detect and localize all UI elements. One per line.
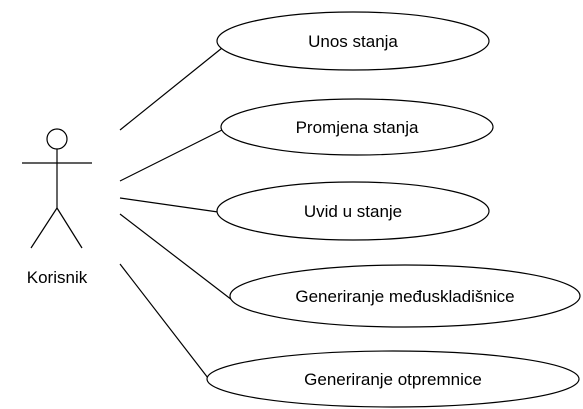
use-case-ellipse — [216, 181, 490, 241]
use-case-label: Generiranje otpremnice — [304, 370, 482, 389]
use-case-promjena-stanja[interactable]: Promjena stanja — [220, 98, 494, 156]
use-case-label: Promjena stanja — [296, 118, 419, 137]
association-line-generiranje-otpremnice — [119, 263, 209, 379]
use-case-ellipse — [216, 11, 490, 71]
association-line-unos-stanja — [119, 47, 223, 131]
use-case-generiranje-otpremnice[interactable]: Generiranje otpremnice — [206, 350, 580, 408]
use-case-ellipse — [229, 264, 581, 328]
use-case-uvid-u-stanje[interactable]: Uvid u stanje — [216, 181, 490, 241]
use-case-label: Uvid u stanje — [304, 202, 402, 221]
actor-right-leg — [56, 207, 83, 249]
use-case-label: Generiranje međuskladišnice — [295, 287, 514, 306]
use-case-ellipse — [206, 350, 580, 408]
actor-head — [46, 128, 68, 150]
association-line-uvid-u-stanje — [119, 197, 219, 213]
actor-left-leg — [30, 207, 58, 249]
association-line-promjena-stanja — [119, 129, 223, 182]
actor-label: Korisnik — [27, 268, 88, 287]
use-case-generiranje-meduskladisnice[interactable]: Generiranje međuskladišnice — [229, 264, 581, 328]
use-case-label: Unos stanja — [308, 32, 398, 51]
use-case-unos-stanja[interactable]: Unos stanja — [216, 11, 490, 71]
use-case-ellipse — [220, 98, 494, 156]
association-line-generiranje-meduskladisnice — [119, 213, 233, 301]
actor-korisnik[interactable]: Korisnik — [22, 128, 92, 287]
